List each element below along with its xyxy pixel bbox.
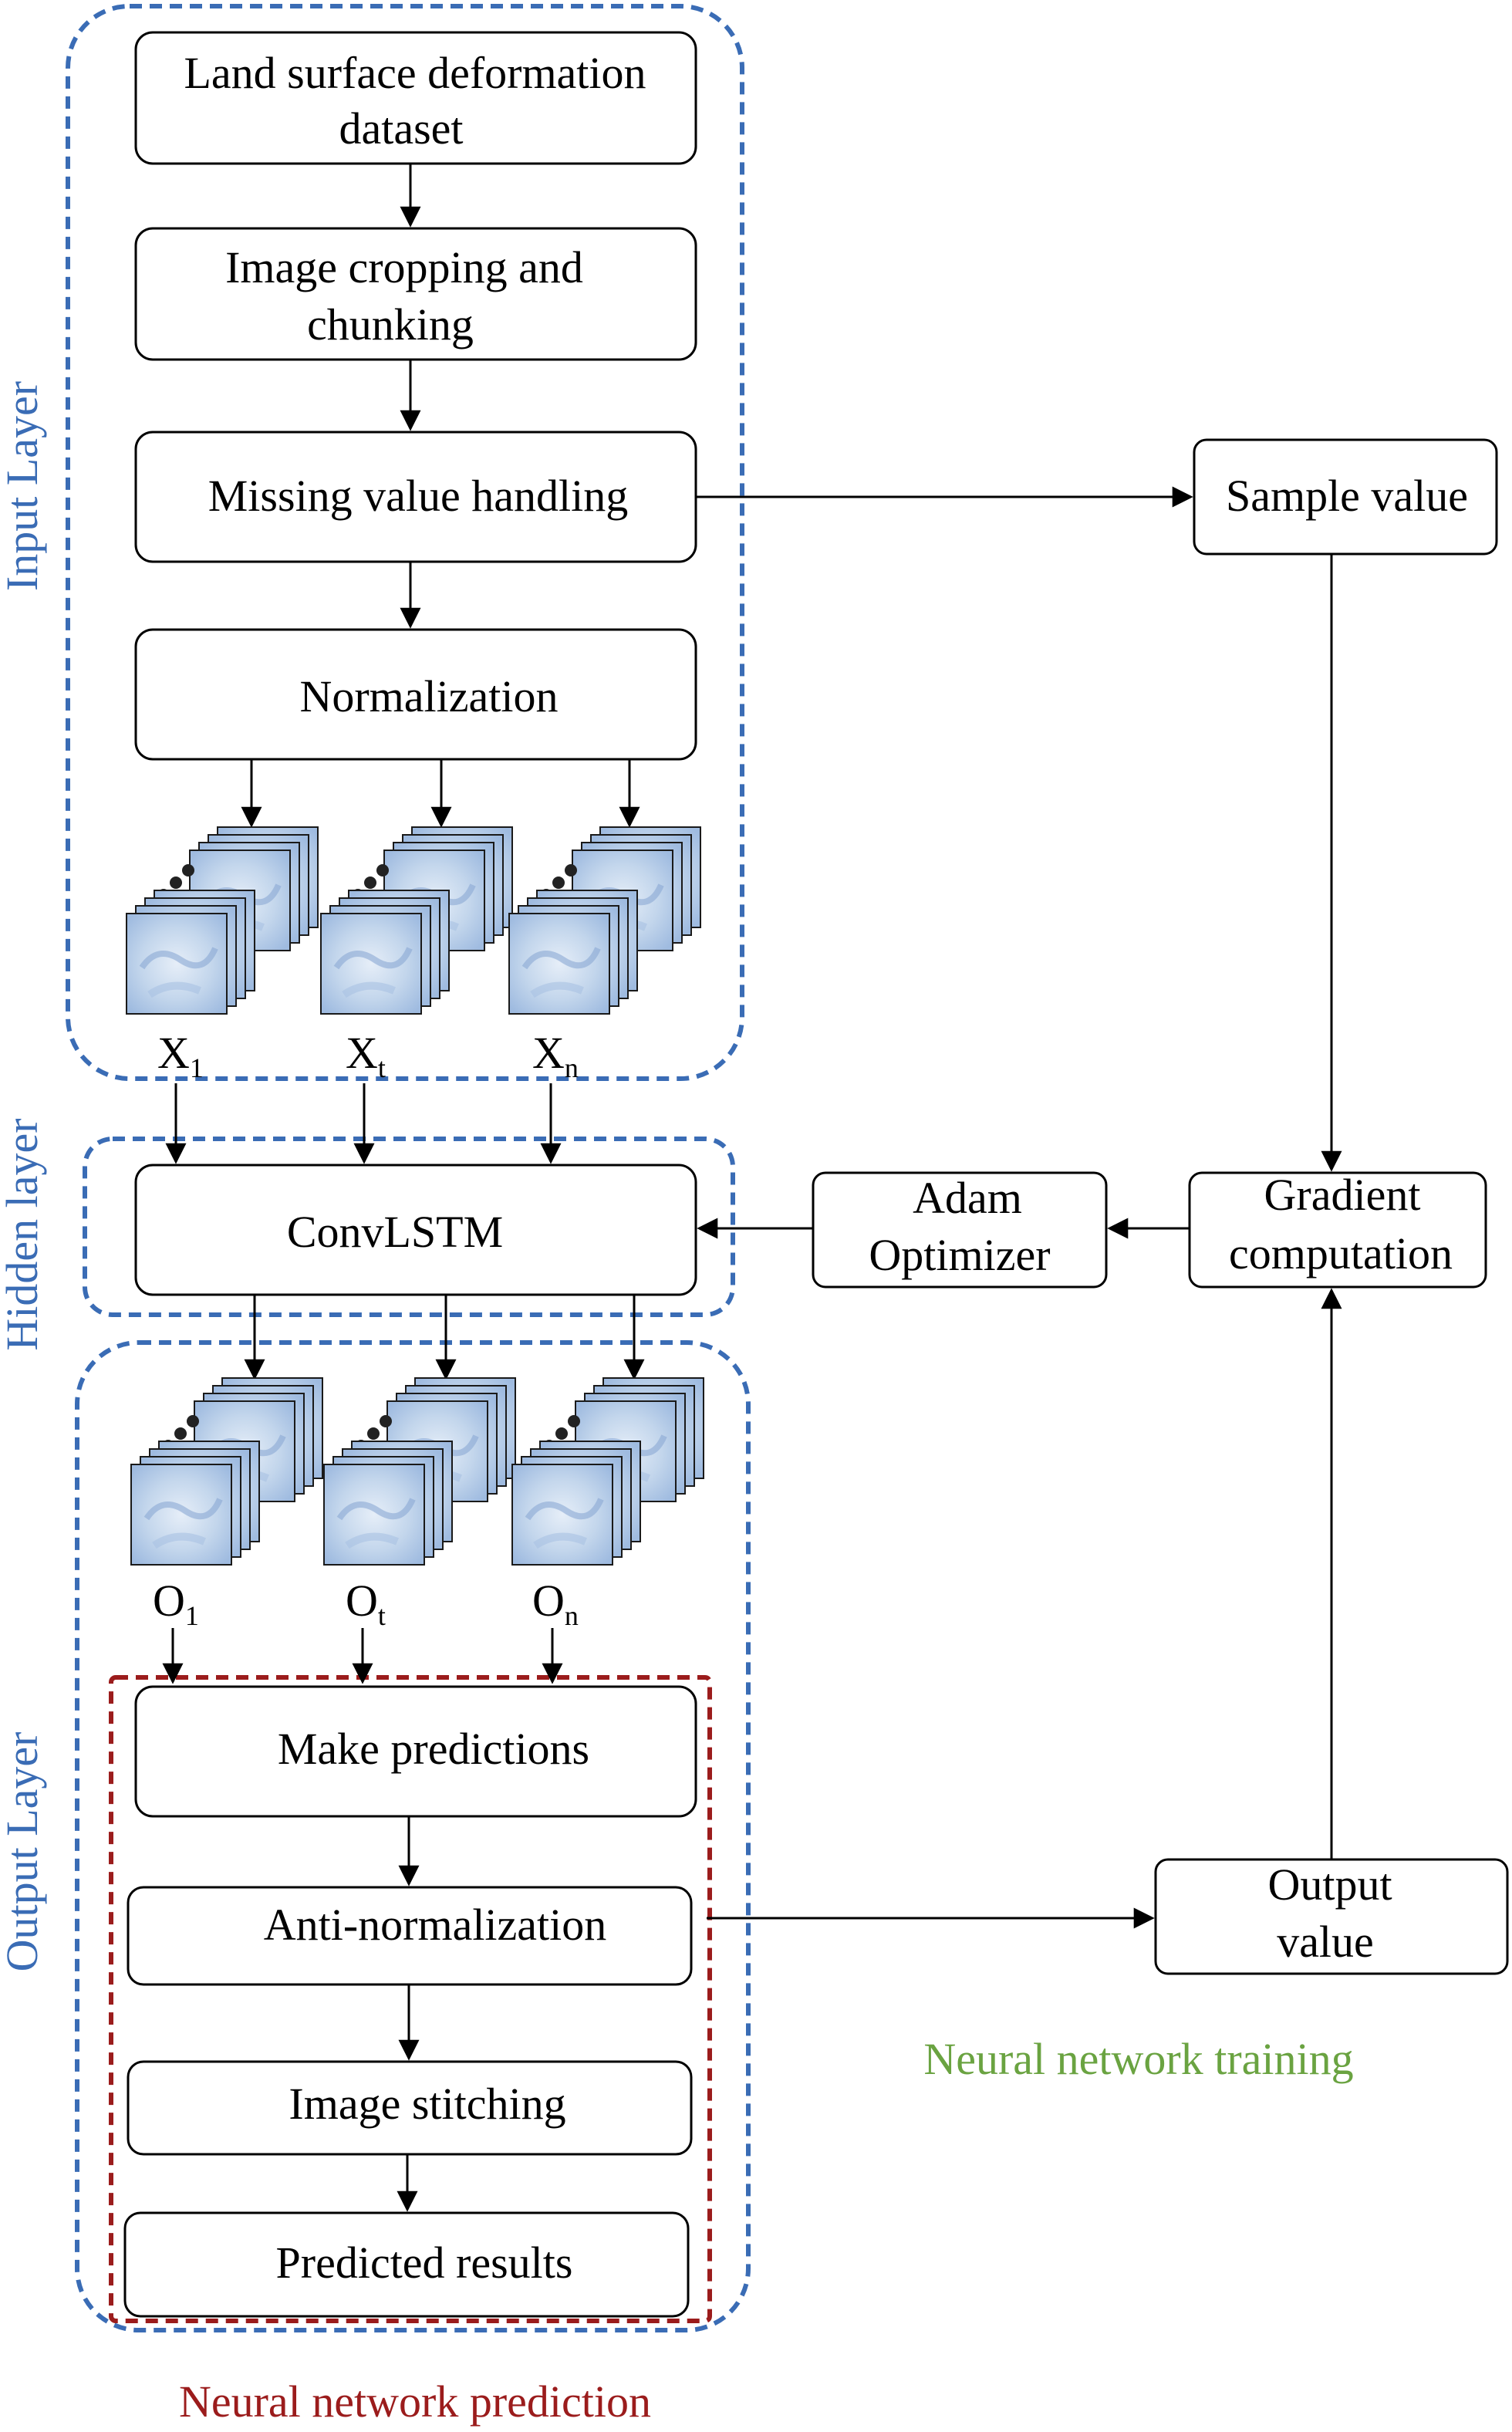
hidden-layer-label: Hidden layer xyxy=(0,1118,47,1350)
adam-label-line1: Adam xyxy=(913,1173,1022,1223)
prediction-region xyxy=(109,1675,712,2323)
input-label-xn: Xn xyxy=(532,1028,579,1083)
hidden-layer-region xyxy=(83,1137,735,1317)
missing-value-label: Missing value handling xyxy=(208,471,629,521)
gradient-label-line2: computation xyxy=(1229,1228,1453,1278)
image-stack-icon xyxy=(321,827,512,1014)
image-stack-icon xyxy=(512,1378,704,1565)
image-stack-icon xyxy=(324,1378,515,1565)
normalization-label: Normalization xyxy=(299,671,558,721)
predictions-box xyxy=(134,1685,697,1818)
adam-label-line2: Optimizer xyxy=(869,1230,1050,1280)
output-label-ot: Ot xyxy=(346,1576,386,1631)
input-layer-region xyxy=(66,4,744,1081)
gradient-label-line1: Gradient xyxy=(1264,1170,1421,1220)
input-label-x1: X1 xyxy=(157,1028,204,1083)
antinorm-label: Anti-normalization xyxy=(264,1900,607,1950)
image-stack-icon xyxy=(131,1378,322,1565)
dataset-box xyxy=(134,31,697,165)
crop-label-line1: Image cropping and xyxy=(225,242,583,292)
results-label: Predicted results xyxy=(276,2238,573,2288)
sample-value-box xyxy=(1193,438,1498,556)
input-label-xt: Xt xyxy=(346,1028,386,1083)
convlstm-box xyxy=(134,1164,697,1296)
stitching-label: Image stitching xyxy=(289,2079,565,2129)
normalization-box xyxy=(134,628,697,761)
output-label-on: On xyxy=(532,1576,579,1631)
training-caption: Neural network training xyxy=(923,2034,1353,2084)
crop-box xyxy=(134,227,697,361)
output-value-label-line2: value xyxy=(1277,1917,1374,1967)
prediction-caption: Neural network prediction xyxy=(179,2376,651,2427)
stitching-box xyxy=(127,2060,693,2156)
image-stack-icon xyxy=(127,827,318,1014)
results-box xyxy=(123,2211,690,2318)
dataset-label-line1: Land surface deformation xyxy=(184,48,646,98)
crop-label-line2: chunking xyxy=(307,299,474,350)
output-label-o1: O1 xyxy=(153,1576,199,1631)
image-stack-icon xyxy=(509,827,700,1014)
output-value-label-line1: Output xyxy=(1267,1859,1392,1910)
sample-value-label: Sample value xyxy=(1226,471,1468,521)
input-layer-label: Input Layer xyxy=(0,381,47,591)
convlstm-label: ConvLSTM xyxy=(287,1207,503,1257)
adam-box xyxy=(812,1171,1108,1289)
gradient-box xyxy=(1188,1171,1487,1289)
dataset-label-line2: dataset xyxy=(339,103,463,154)
predictions-label: Make predictions xyxy=(278,1724,589,1774)
output-layer-label: Output Layer xyxy=(0,1732,47,1972)
